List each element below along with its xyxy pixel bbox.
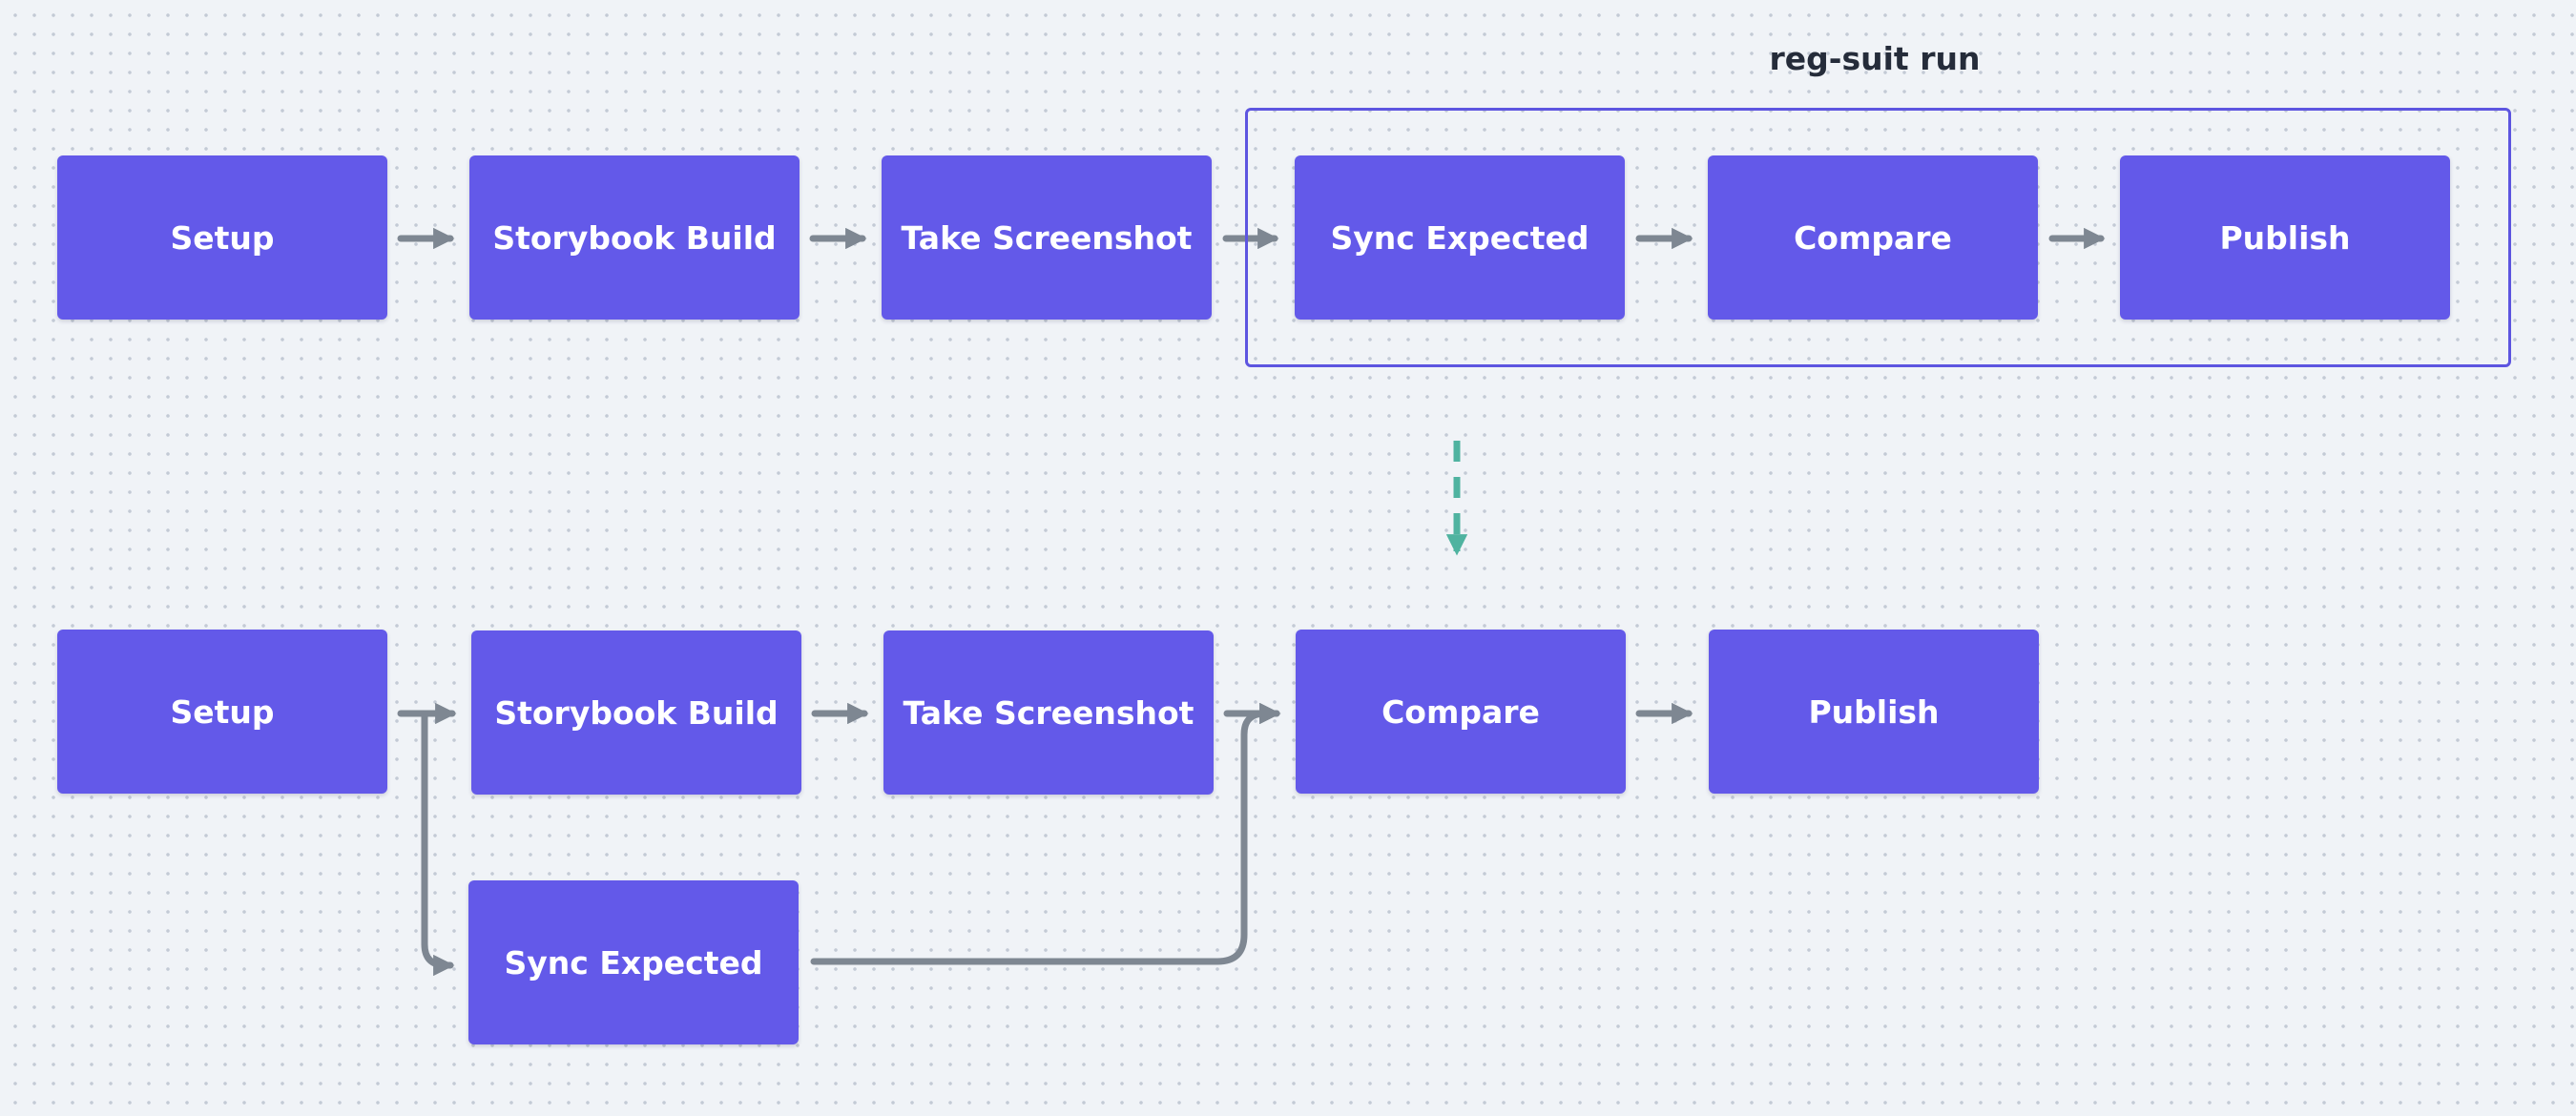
node-label: Compare — [1381, 692, 1540, 731]
node-bottom-compare[interactable]: Compare — [1296, 630, 1626, 794]
group-label-reg-suit-run: reg-suit run — [1769, 40, 1981, 77]
node-bottom-storybook-build[interactable]: Storybook Build — [471, 630, 801, 795]
node-label: Setup — [170, 218, 275, 257]
node-label: Storybook Build — [492, 218, 777, 257]
node-label: Sync Expected — [504, 943, 763, 982]
node-label: Publish — [1808, 692, 1940, 731]
node-top-compare[interactable]: Compare — [1708, 155, 2038, 320]
node-top-publish[interactable]: Publish — [2120, 155, 2450, 320]
node-label: Sync Expected — [1330, 218, 1589, 257]
node-bottom-sync-expected[interactable]: Sync Expected — [468, 880, 799, 1044]
node-bottom-take-screenshot[interactable]: Take Screenshot — [883, 630, 1214, 795]
node-label: Compare — [1794, 218, 1952, 257]
node-bottom-setup[interactable]: Setup — [57, 630, 387, 794]
node-top-setup[interactable]: Setup — [57, 155, 387, 320]
node-bottom-publish[interactable]: Publish — [1709, 630, 2039, 794]
node-top-take-screenshot[interactable]: Take Screenshot — [882, 155, 1212, 320]
node-label: Take Screenshot — [903, 693, 1195, 732]
group-frame-reg-suit-run[interactable] — [1245, 108, 2511, 367]
node-label: Storybook Build — [494, 693, 779, 732]
node-top-sync-expected[interactable]: Sync Expected — [1295, 155, 1625, 320]
node-label: Publish — [2219, 218, 2351, 257]
node-label: Take Screenshot — [901, 218, 1193, 257]
node-label: Setup — [170, 692, 275, 731]
edge-bottom-setup-to-sync-expected — [421, 710, 455, 977]
node-top-storybook-build[interactable]: Storybook Build — [469, 155, 800, 320]
